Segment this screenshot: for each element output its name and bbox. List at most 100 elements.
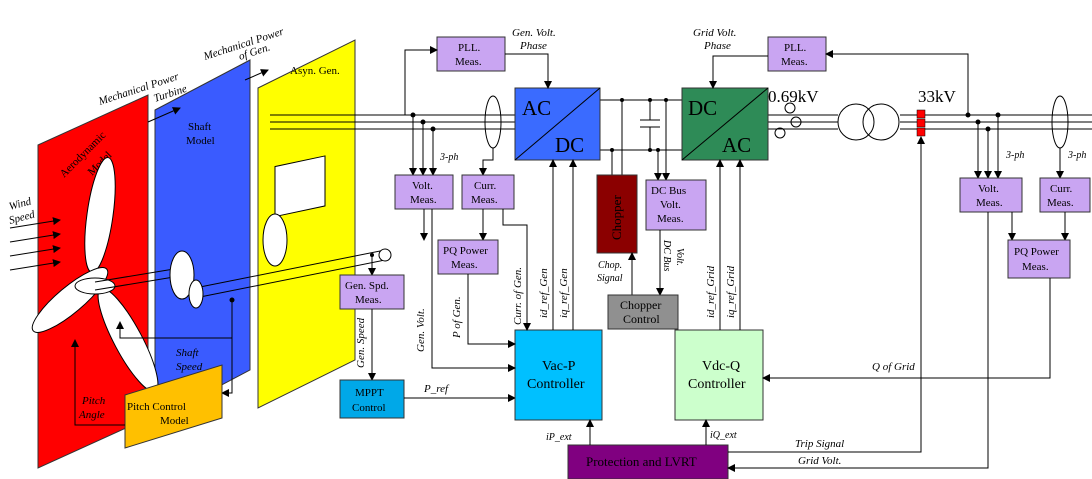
dc-bus-label-3: Meas. (657, 213, 684, 225)
p-of-gen-line (467, 274, 516, 348)
shaft-speed-line (116, 300, 233, 339)
pitch-angle-line (71, 339, 125, 426)
grid-3ph-label-2: 3-ph (1067, 150, 1086, 161)
dc-bus-volt-meas (645, 179, 707, 231)
gen-pq-label-1: PQ Power (443, 245, 488, 257)
ac-dc-ac-label: AC (522, 96, 551, 120)
gen-volt-line (431, 209, 516, 372)
dc-ac-dc-label: DC (688, 96, 717, 120)
id-ref-grid-label: id_ref_Grid (705, 265, 717, 318)
vacp-label-2: Controller (527, 377, 585, 392)
grid-volt-phase-label-2: Phase (703, 40, 731, 52)
voltage-069kv-label: 0.69kV (768, 87, 819, 106)
ac-dc-dc-label: DC (555, 133, 584, 157)
shaft-speed-node (229, 297, 235, 303)
pll-grid-label-2: Meas. (781, 56, 808, 68)
gen-phase-line (505, 53, 552, 89)
grid-volt-meas-label-2: Meas. (976, 197, 1003, 209)
voltage-33kv-label: 33kV (918, 87, 957, 106)
gen-pq-power-meas (437, 239, 499, 275)
grid-phase-line (709, 55, 768, 89)
wind-speed-label-1: Wind (8, 195, 33, 213)
gen-pq-label-2: Meas. (451, 259, 478, 271)
pll-grid-label-1: PLL. (784, 42, 807, 54)
dc-capacitor (640, 100, 660, 150)
chopper-control (607, 294, 679, 330)
transformer-coil-1 (837, 103, 875, 141)
gen-ct-to-curr-meas (479, 148, 494, 176)
q-of-grid-label: Q of Grid (872, 361, 915, 373)
shaft-lines (94, 249, 386, 299)
chopper-label: Chopper (609, 195, 624, 240)
trip-signal-label: Trip Signal (795, 438, 844, 450)
grid-volt-feedback-line (727, 212, 989, 472)
grid-pq-power-meas (1007, 239, 1071, 279)
mech-power-turbine-arrow (147, 107, 181, 123)
shaft-speed-to-pitch (221, 338, 233, 397)
gen-spd-node (370, 253, 374, 257)
chopper-ctrl-label-2: Control (623, 312, 660, 326)
gen-speed-label: Gen. Speed (355, 317, 367, 368)
dc-bus-label-1: DC Bus (651, 185, 686, 197)
gen-volt-meas-label-2: Meas. (410, 194, 437, 206)
ip-ext-label: iP_ext (546, 432, 572, 443)
shaft-speed-label-1: Shaft (176, 347, 200, 359)
grid-breaker (916, 109, 926, 137)
asyn-gen-block (257, 39, 356, 409)
gen-volt-taps (409, 112, 437, 176)
grid-3ph-label: 3-ph (1005, 150, 1024, 161)
gen-volt-label: Gen. Volt. (415, 308, 427, 352)
iq-ext-label: iQ_ext (710, 430, 737, 441)
gen-volt-meas (394, 174, 454, 210)
protection-label: Protection and LVRT (586, 454, 697, 469)
grid-volt-meas (959, 177, 1023, 213)
shaft-speed-label-2: Speed (176, 361, 203, 373)
mppt-label-2: Control (352, 402, 386, 414)
vdcq-controller (674, 329, 764, 421)
gen-curr-meas-label-2: Meas. (471, 194, 498, 206)
vdcq-label-1: Vdc-Q (702, 359, 740, 374)
grid-cts-small (774, 102, 802, 139)
pll-gen-meas (436, 36, 506, 72)
pll-grid-input (825, 50, 969, 115)
mppt-control (339, 379, 405, 419)
chopper-ctrl-label-1: Chopper (620, 298, 661, 312)
vacp-label-1: Vac-P (542, 359, 576, 374)
gen-volt-phase-label-2: Phase (519, 40, 547, 52)
mech-power-gen-arrow (244, 69, 269, 81)
pitch-control-label-1: Pitch Control (127, 401, 186, 413)
pll-gen-input (404, 46, 438, 115)
gen-spd-label-1: Gen. Spd. (345, 280, 389, 292)
grid-curr-meas-label-1: Curr. (1050, 183, 1073, 195)
vacp-controller (514, 329, 603, 421)
dc-ac-ac-label: AC (722, 133, 751, 157)
transformer-coil-2 (862, 103, 900, 141)
gen-3ph-lines (270, 114, 515, 130)
pll-gen-label-1: PLL. (458, 42, 481, 54)
gen-3ph-label: 3-ph (439, 152, 458, 163)
gen-volt-phase-label-1: Gen. Volt. (512, 27, 556, 39)
gear-and-generator (169, 155, 392, 309)
asyn-gen-label: Asyn. Gen. (290, 65, 340, 77)
grid-pq-label-1: PQ Power (1014, 246, 1059, 258)
protection-lvrt (567, 444, 729, 479)
q-of-grid-line (762, 278, 1051, 382)
mppt-label-1: MPPT (355, 387, 384, 399)
pitch-control-label-2: Model (160, 415, 189, 427)
trip-signal-line (728, 136, 925, 453)
dc-nodes (610, 98, 668, 152)
p-of-gen-label: P of Gen. (451, 296, 463, 339)
curr-of-gen-label: Curr. of Gen. (512, 267, 524, 325)
dc-link-lines (600, 99, 682, 151)
shaft-model-label-1: Shaft (188, 121, 211, 133)
chopper-block (596, 174, 638, 254)
grid-volt-taps (965, 112, 1002, 179)
gen-curr-meas (461, 174, 515, 210)
grid-volt-phase-label-1: Grid Volt. (693, 27, 736, 39)
curr-of-gen-line (502, 209, 531, 331)
chop-signal-label-2: Signal (597, 273, 623, 284)
wind-arrows (9, 217, 61, 271)
grid-volt-label: Grid Volt. (798, 455, 841, 467)
dc-bus-label-2: Volt. (660, 199, 681, 211)
